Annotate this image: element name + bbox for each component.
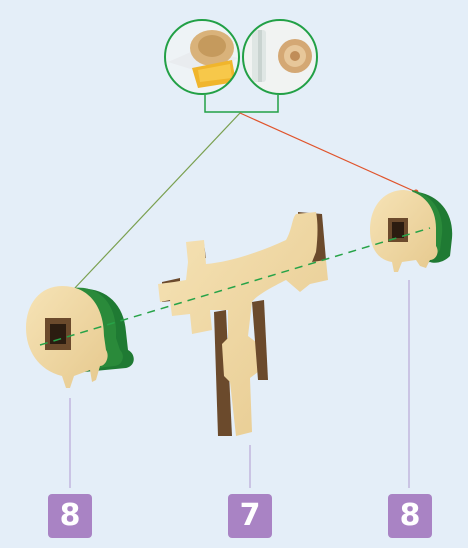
detail-view-gear-wheel <box>160 15 250 100</box>
detail-callout <box>160 15 330 112</box>
leader-line-right <box>240 113 416 192</box>
part-8-left-piece <box>26 286 134 388</box>
part-8-right-piece <box>370 190 452 272</box>
part-number-badge-center: 7 <box>228 494 272 538</box>
part-number-badge-right: 8 <box>388 494 432 538</box>
part-number-badge-left: 8 <box>48 494 92 538</box>
part-7-piece <box>158 212 328 436</box>
